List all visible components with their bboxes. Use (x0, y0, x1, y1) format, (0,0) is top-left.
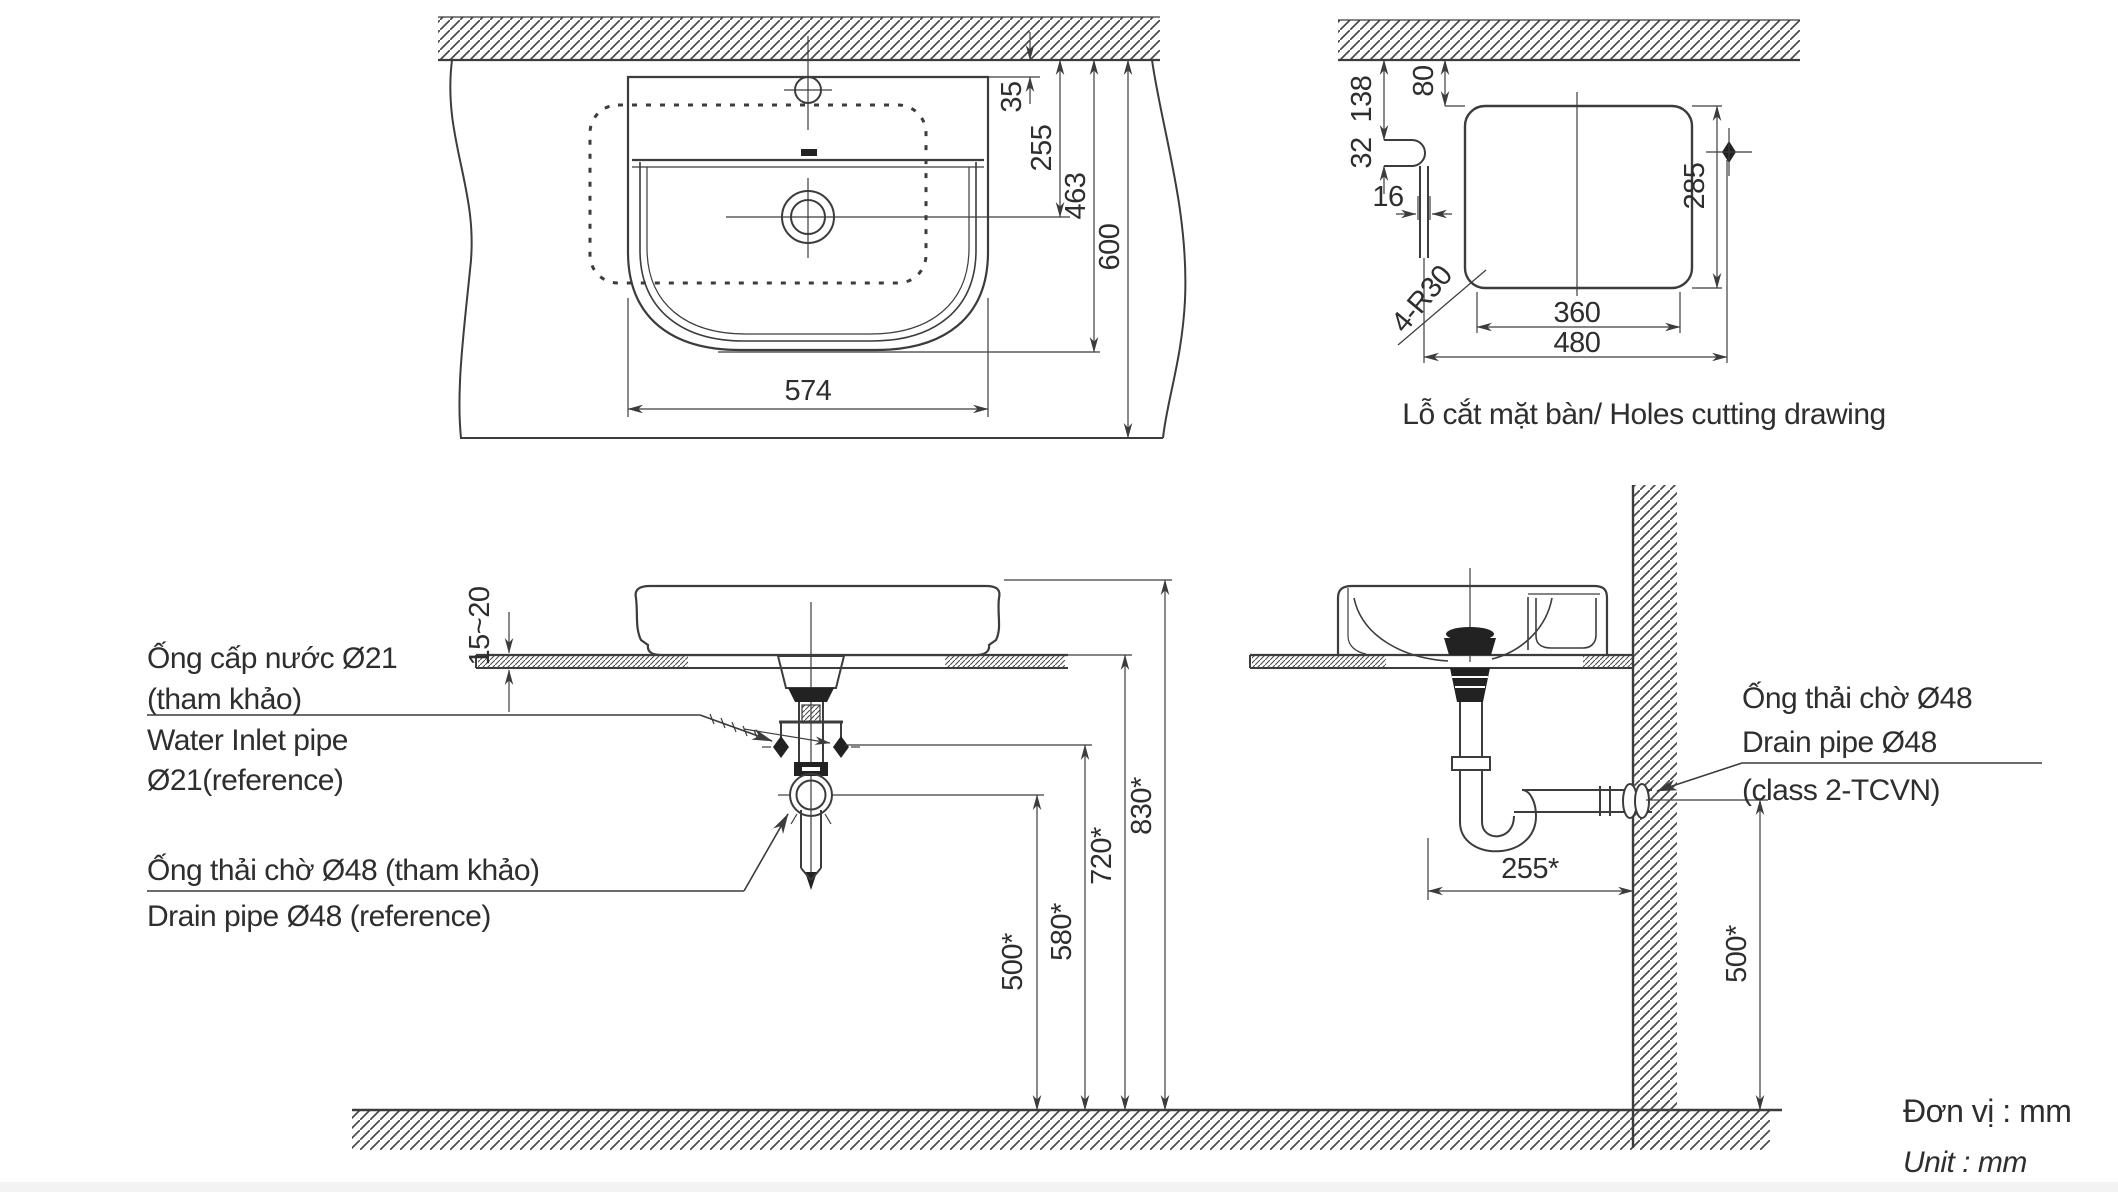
wing-nut-left (773, 736, 789, 758)
radius-leader (1397, 269, 1487, 346)
basin-outline (626, 75, 990, 352)
holes-cutting-view: 138 32 16 80 285 360 480 4-R30 (1338, 19, 1886, 431)
drain-hole (726, 178, 1070, 258)
unit-note-vi: Đơn vị : mm (1903, 1093, 2071, 1129)
faucet-hole (784, 36, 832, 130)
break-line-right (1151, 59, 1187, 439)
dim-830-label: 830* (1126, 777, 1158, 835)
dim-600-label: 600 (1094, 224, 1126, 271)
drain-pipe-label-front: Ống thải chờ Ø48 (tham khảo) Drain pipe … (147, 813, 789, 933)
wing-nut-right (833, 736, 849, 758)
holes-wall-hatch (1338, 20, 1800, 60)
overflow-slot (801, 149, 817, 156)
drain-side-class: (class 2-TCVN) (1742, 774, 1940, 807)
front-view: 15~20 500* 580* 720* 830* Ống cấp nước Ø… (147, 579, 1172, 1111)
holes-view-caption: Lỗ cắt mặt bàn/ Holes cutting drawing (1402, 398, 1885, 431)
dim-285-label: 285 (1679, 163, 1711, 210)
dim-138-label: 138 (1346, 76, 1378, 123)
cut-hole-dashed-outline (588, 103, 928, 285)
dim-255-label: 255 (1026, 125, 1058, 172)
water-inlet-en-2: Ø21(reference) (147, 764, 343, 797)
drain-assembly-side (1444, 627, 1652, 853)
leader-hatch-ticks (709, 713, 759, 741)
dim-580-label: 580* (1046, 903, 1078, 961)
dim-255-side-label: 255* (1501, 853, 1559, 885)
dim-35-label: 35 (996, 81, 1028, 112)
break-line-left (449, 59, 473, 439)
dim-500-side-label: 500* (1721, 925, 1753, 983)
drain-assembly-front (762, 602, 860, 890)
plan-view: 574 35 255 463 600 (438, 16, 1187, 439)
footer: Đơn vị : mm Unit : mm (1903, 1093, 2072, 1179)
plan-wall-hatch (438, 17, 1160, 60)
water-inlet-vi-1: Ống cấp nước Ø21 (147, 641, 397, 675)
dim-15-20-label: 15~20 (464, 587, 496, 666)
unit-note-en: Unit : mm (1903, 1146, 2027, 1179)
counter-edge-profile (1384, 139, 1426, 167)
sink-section (1336, 568, 1609, 662)
dim-480-label: 480 (1554, 327, 1601, 359)
drain-front-en: Drain pipe Ø48 (reference) (147, 900, 491, 933)
floor-hatch (352, 1110, 1770, 1150)
drain-side-en: Drain pipe Ø48 (1742, 726, 1937, 759)
water-inlet-label: Ống cấp nước Ø21 (tham khảo) Water Inlet… (147, 641, 831, 797)
side-view: 255* 500* Ống thải chờ Ø48 Drain pipe Ø4… (1249, 485, 2042, 1148)
vessel-basin (634, 584, 1001, 657)
dim-574-label: 574 (785, 375, 832, 407)
water-inlet-en-1: Water Inlet pipe (147, 724, 348, 757)
bottom-edge-strip (0, 1182, 2118, 1192)
cut-hole-outline (1463, 104, 1694, 290)
water-inlet-vi-2: (tham khảo) (147, 683, 302, 716)
floor (352, 1108, 1782, 1150)
dim-4R30-label: 4-R30 (1385, 260, 1459, 339)
dim-80-label: 80 (1408, 65, 1440, 96)
drain-front-vi: Ống thải chờ Ø48 (tham khảo) (147, 853, 540, 887)
dim-720-label: 720* (1086, 827, 1118, 885)
drain-pipe-label-side: Ống thải chờ Ø48 Drain pipe Ø48 (class 2… (1656, 681, 2042, 807)
dim-360-label: 360 (1554, 297, 1601, 329)
drain-side-vi: Ống thải chờ Ø48 (1742, 681, 1972, 715)
dim-500-front-label: 500* (997, 933, 1029, 991)
faucet-position-marker (1706, 128, 1752, 176)
dim-463-label: 463 (1060, 173, 1092, 220)
dim-32-label: 32 (1346, 137, 1378, 168)
dim-16-label: 16 (1372, 181, 1403, 213)
